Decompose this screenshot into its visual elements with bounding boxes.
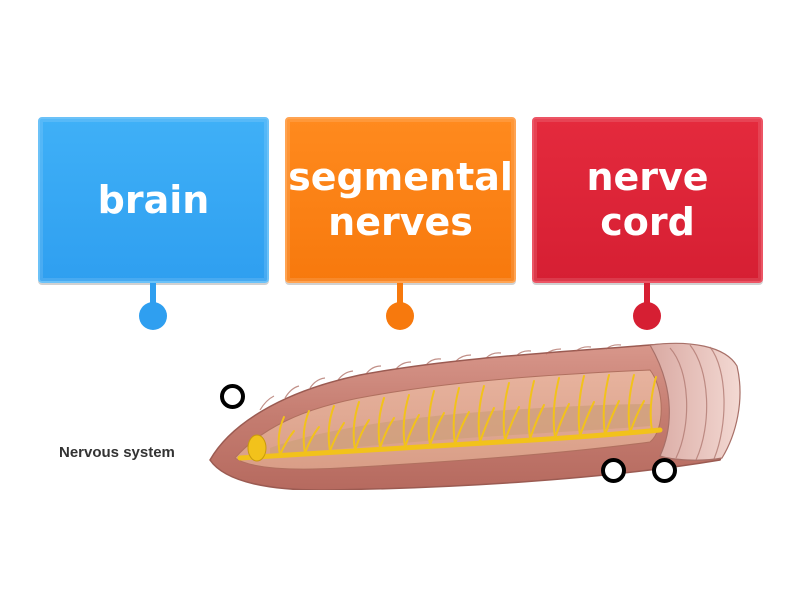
nerve-cord-line [237, 427, 663, 461]
drop-target-3[interactable] [652, 458, 677, 483]
diagram-crop [0, 490, 800, 500]
drop-target-2[interactable] [601, 458, 626, 483]
drop-target-1[interactable] [220, 384, 245, 409]
card-pin-brain[interactable] [139, 302, 167, 330]
card-connector-nerve-cord [644, 283, 650, 311]
worm-head [649, 342, 741, 461]
earthworm-diagram [0, 342, 800, 500]
label-card-segmental-nerves[interactable]: segmental nerves [285, 117, 516, 283]
diagram-caption: Nervous system [59, 444, 175, 461]
label-card-brain[interactable]: brain [38, 117, 269, 283]
label-text-segmental-nerves: segmental nerves [288, 155, 513, 244]
worm-segments [259, 344, 622, 411]
label-card-nerve-cord[interactable]: nerve cord [532, 117, 763, 283]
card-pin-segmental-nerves[interactable] [386, 302, 414, 330]
card-connector-segmental-nerves [397, 283, 403, 311]
card-connector-brain [150, 283, 156, 311]
brain-ganglion [247, 434, 267, 462]
card-pin-nerve-cord[interactable] [633, 302, 661, 330]
segmental-nerves [277, 374, 657, 456]
label-text-nerve-cord: nerve cord [586, 155, 709, 244]
label-text-brain: brain [97, 177, 210, 222]
head-rings [669, 344, 725, 461]
